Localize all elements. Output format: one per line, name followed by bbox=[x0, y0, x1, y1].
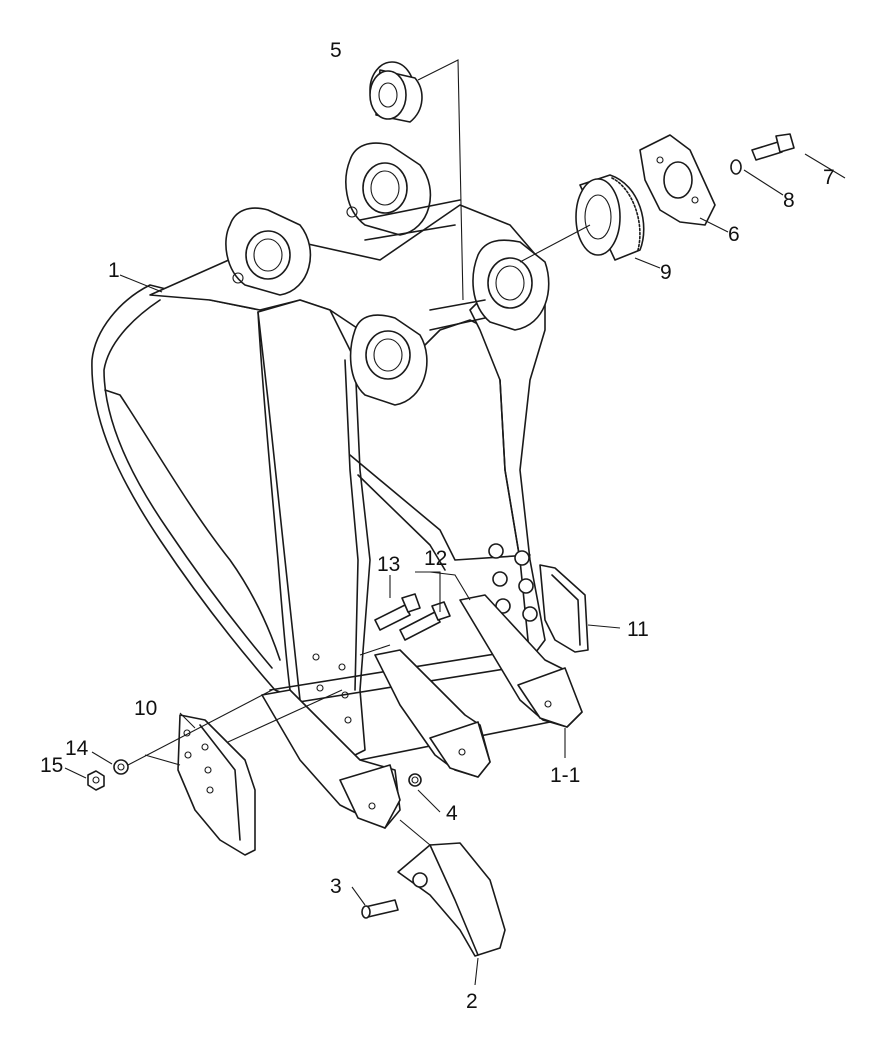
callout-10: 10 bbox=[134, 697, 157, 720]
side-cutter-right bbox=[539, 564, 589, 653]
callout-6: 6 bbox=[728, 223, 740, 246]
callout-3: 3 bbox=[330, 875, 342, 898]
callout-11: 11 bbox=[627, 618, 649, 641]
bushing bbox=[369, 61, 423, 123]
callout-12: 12 bbox=[424, 547, 447, 570]
tooth-adapter-center bbox=[374, 649, 491, 778]
bucket-tooth bbox=[397, 842, 506, 957]
tooth-adapter-left bbox=[261, 689, 401, 829]
bolt-13 bbox=[374, 593, 421, 631]
bolt-12 bbox=[399, 601, 451, 641]
shim-plate bbox=[639, 134, 716, 226]
callout-1: 1 bbox=[108, 259, 120, 282]
spacer-ring bbox=[575, 174, 645, 261]
callout-labels: 1 1-1 2 3 4 5 6 7 8 9 10 11 12 13 14 15 bbox=[40, 39, 835, 1013]
hex-bolt-7 bbox=[751, 133, 795, 161]
leader-lines bbox=[64, 59, 846, 986]
tooth-adapter-right bbox=[459, 594, 583, 728]
callout-5: 5 bbox=[330, 39, 342, 62]
washer-8 bbox=[730, 159, 742, 175]
callout-1-1: 1-1 bbox=[550, 764, 580, 787]
lock-washer bbox=[408, 773, 422, 787]
tooth-pin bbox=[361, 899, 399, 919]
bucket-body bbox=[91, 142, 561, 761]
callout-4: 4 bbox=[446, 802, 458, 825]
callout-15: 15 bbox=[40, 754, 63, 777]
callout-13: 13 bbox=[377, 553, 400, 576]
callout-7: 7 bbox=[823, 166, 835, 189]
callout-2: 2 bbox=[466, 990, 478, 1013]
callout-9: 9 bbox=[660, 261, 672, 284]
hex-nut-15 bbox=[87, 770, 105, 791]
washer-14 bbox=[113, 759, 129, 775]
side-cutter-left bbox=[177, 714, 256, 856]
callout-14: 14 bbox=[65, 737, 89, 760]
callout-8: 8 bbox=[783, 189, 795, 212]
